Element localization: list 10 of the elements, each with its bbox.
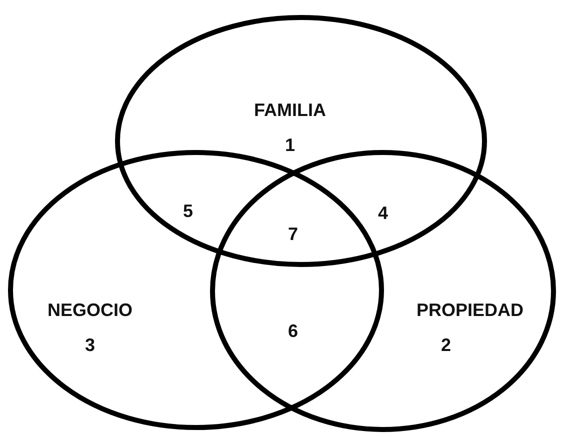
region-number: 6 (288, 322, 298, 340)
region-number: 4 (378, 204, 388, 222)
set-label: NEGOCIO (48, 301, 132, 319)
region-number: 5 (183, 202, 193, 220)
set-label: FAMILIA (254, 101, 326, 119)
set-number: 2 (441, 336, 451, 354)
set-label: PROPIEDAD (416, 301, 524, 319)
set-number: 1 (285, 136, 295, 154)
set-number: 3 (85, 336, 95, 354)
region-number: 7 (288, 225, 298, 243)
